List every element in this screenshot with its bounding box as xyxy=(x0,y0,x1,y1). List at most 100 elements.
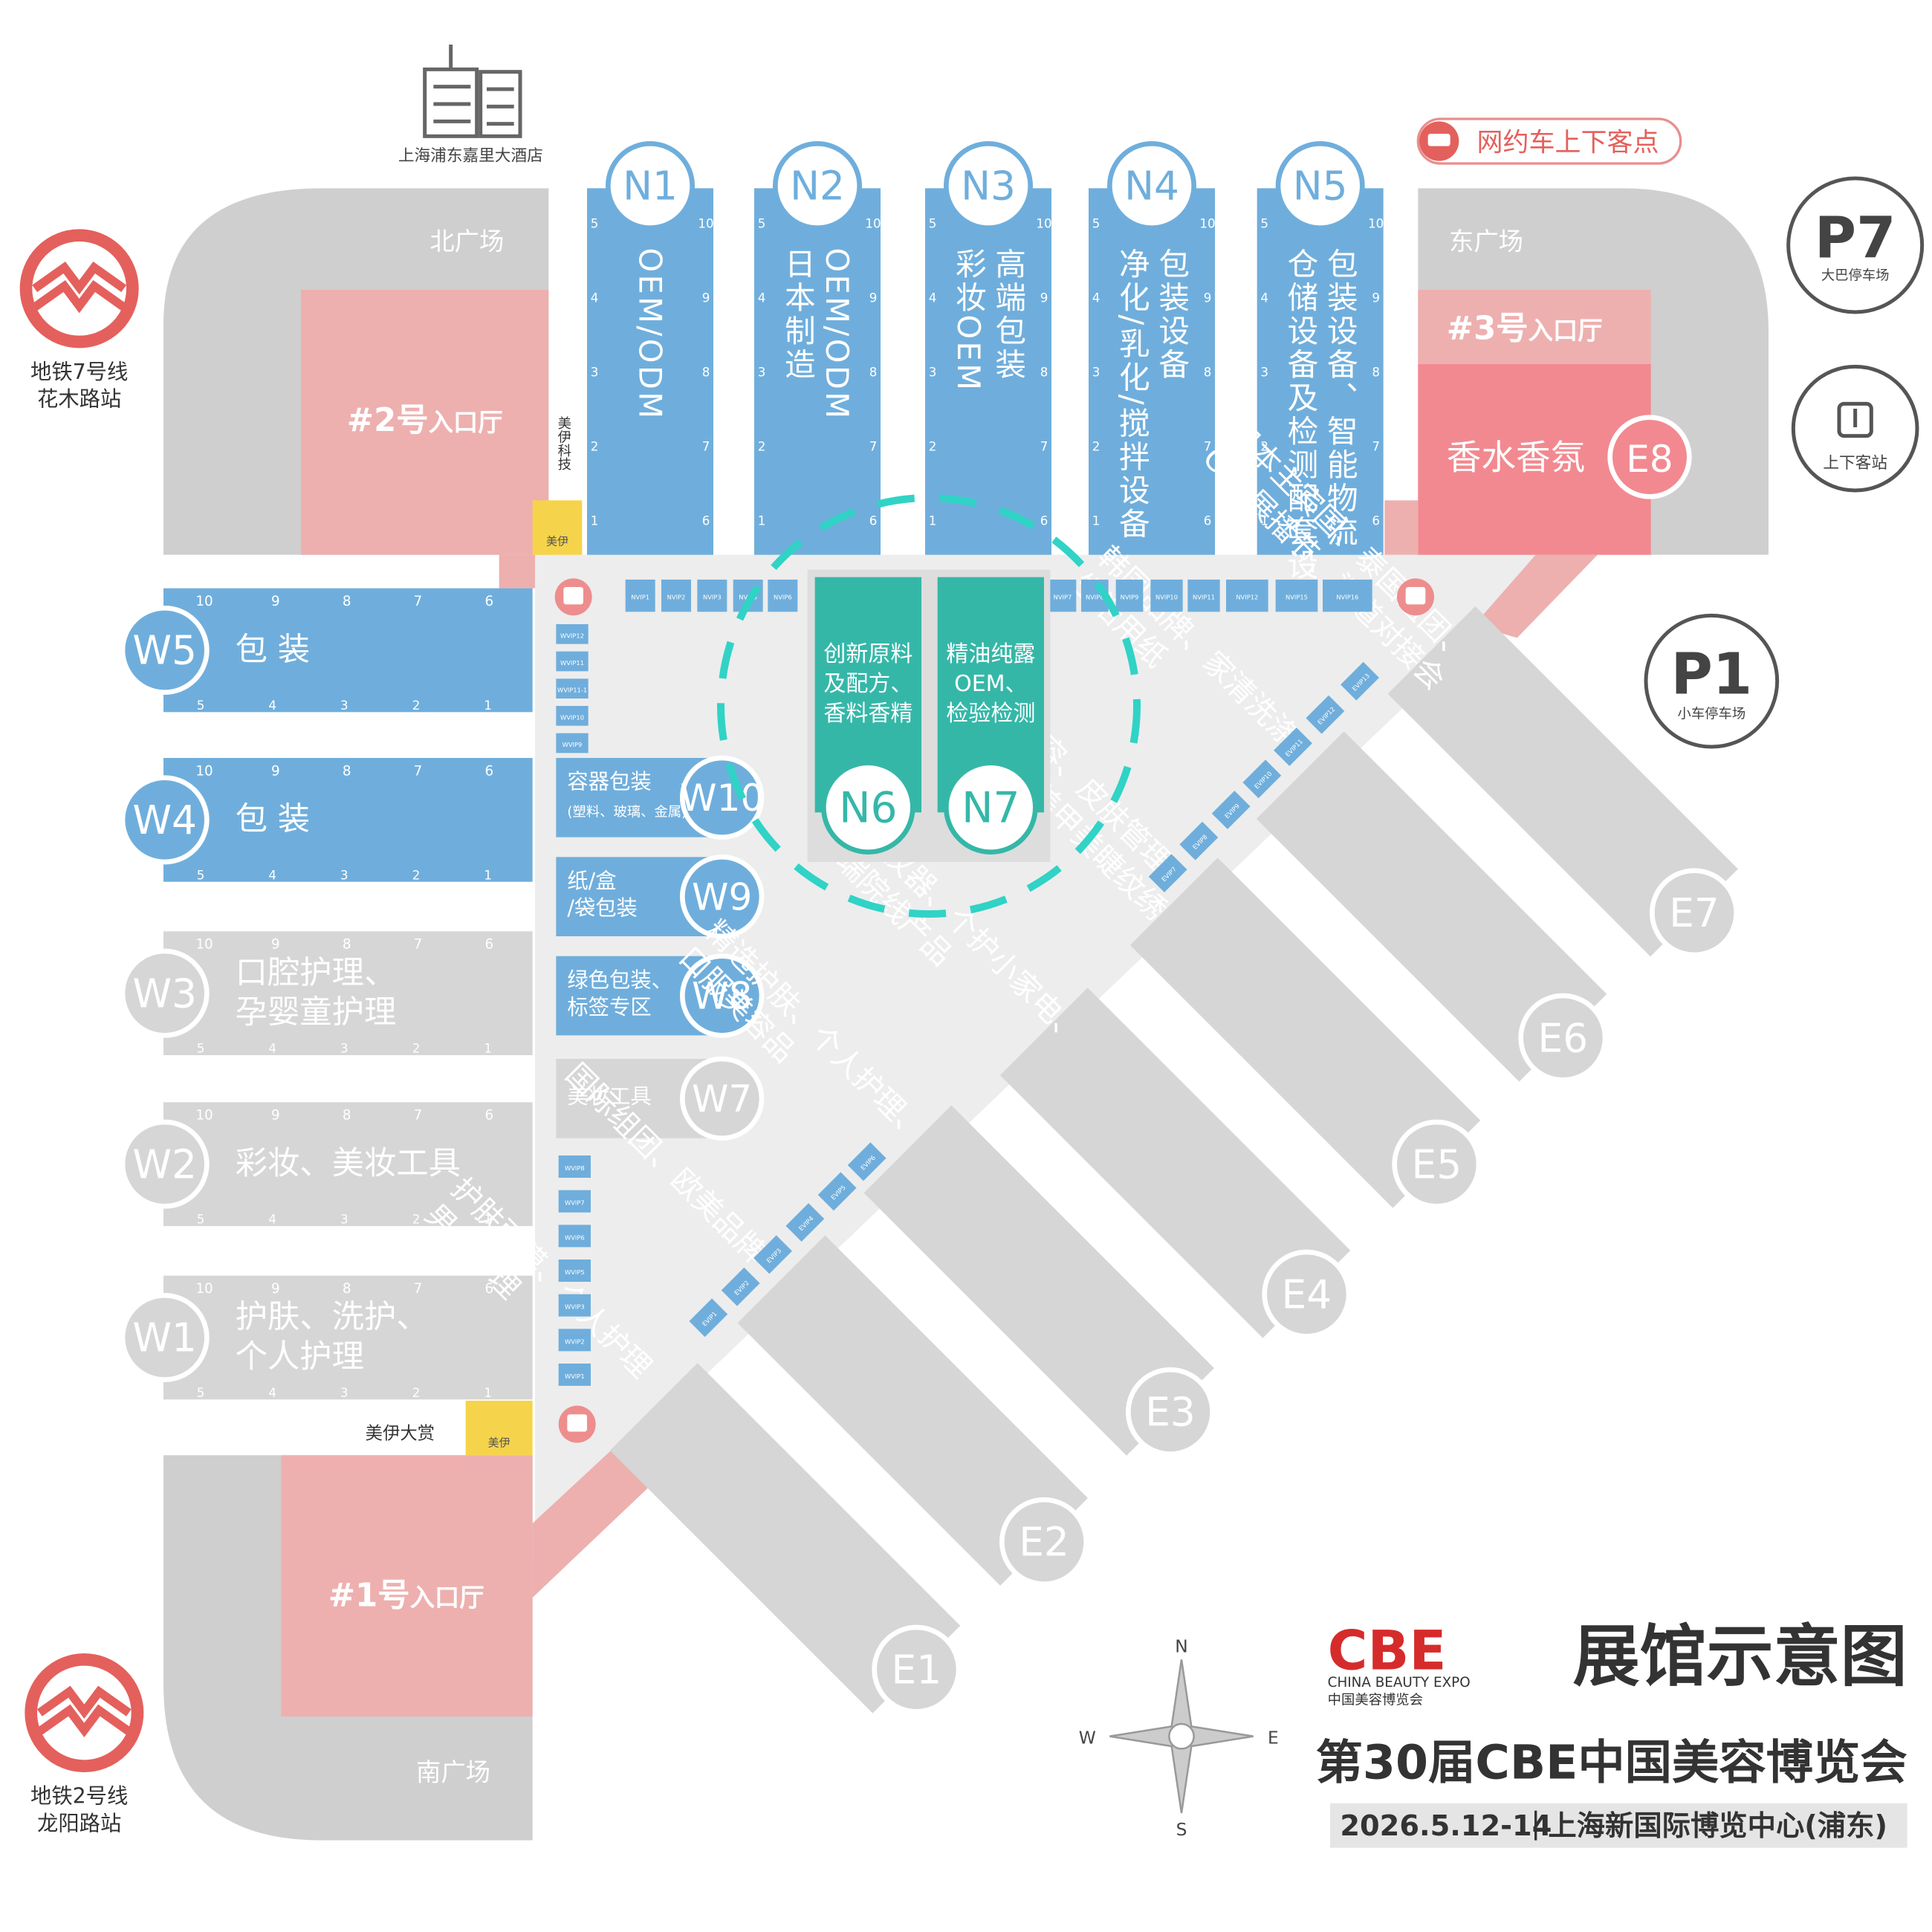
booth-number: 7 xyxy=(414,763,423,779)
vip-room[interactable]: WVIP11 xyxy=(556,651,589,672)
hall-e5-block xyxy=(1129,858,1481,1208)
vip-room[interactable]: EVIP7 xyxy=(1148,854,1187,892)
booth-number: 3 xyxy=(340,868,349,882)
booth-number: 10 xyxy=(865,217,881,231)
vip-room-block xyxy=(1150,580,1183,612)
vip-room[interactable]: EVIP5 xyxy=(817,1172,857,1211)
vip-room-label: NVIP10 xyxy=(1155,594,1178,601)
hall-e4-badge-group: E4 xyxy=(1262,1249,1352,1339)
vip-room-block xyxy=(556,651,589,672)
vip-room-label: WVIP6 xyxy=(565,1234,585,1241)
vip-room[interactable]: EVIP1 xyxy=(689,1298,728,1338)
hall-n1-code: N1 xyxy=(623,163,678,210)
hall-w9-badge xyxy=(680,855,765,939)
vip-room[interactable]: WVIP3 xyxy=(558,1294,591,1317)
booth-number: 8 xyxy=(343,763,351,779)
vip-room[interactable]: NVIP12 xyxy=(1226,580,1268,612)
event-venue: 上海新国际博览中心(浦东) xyxy=(1548,1809,1887,1843)
hall-w10[interactable]: 容器包装(塑料、玻璃、金属)W10 xyxy=(556,755,765,840)
vip-room[interactable]: EVIP4 xyxy=(785,1203,825,1242)
compass-n: N xyxy=(1175,1636,1187,1656)
booth-number: 9 xyxy=(271,594,280,609)
vip-room[interactable]: NVIP3 xyxy=(697,580,727,612)
hall-n7-code: N7 xyxy=(962,783,1020,832)
vip-room[interactable]: WVIP11-1 xyxy=(556,678,589,698)
parking-p7[interactable] xyxy=(1786,176,1925,314)
vip-room[interactable]: NVIP1 xyxy=(625,580,655,612)
hall-w10-label: (塑料、玻璃、金属) xyxy=(567,804,687,820)
hall-w5-block xyxy=(163,588,533,713)
vip-room[interactable]: NVIP9 xyxy=(1115,580,1144,612)
vip-room[interactable]: WVIP1 xyxy=(558,1364,591,1386)
vip-room[interactable]: WVIP5 xyxy=(558,1260,591,1282)
booth-number: 2 xyxy=(591,440,599,454)
entrance-1[interactable] xyxy=(281,1455,533,1717)
booth-number: 7 xyxy=(414,1281,423,1297)
vip-room[interactable]: WVIP2 xyxy=(558,1329,591,1352)
entrance-3[interactable] xyxy=(1418,290,1651,364)
hall-n5-label: 包装设备、智能物流 xyxy=(1322,247,1358,548)
entrance-2[interactable] xyxy=(301,290,549,555)
booth-number: 3 xyxy=(929,366,937,380)
booth-number: 3 xyxy=(1092,366,1100,380)
bus-stop[interactable] xyxy=(1791,364,1919,493)
vip-room[interactable]: NVIP11 xyxy=(1187,580,1220,612)
vip-room[interactable]: NVIP6 xyxy=(768,580,798,612)
vip-room-label: WVIP1 xyxy=(565,1372,585,1380)
hall-w2-code: W2 xyxy=(132,1141,197,1187)
brand-logo: CBE xyxy=(1328,1620,1447,1683)
vip-room[interactable]: NVIP16 xyxy=(1323,580,1372,612)
vip-room[interactable]: EVIP3 xyxy=(753,1235,792,1274)
booth-number: 2 xyxy=(412,1386,421,1400)
hall-e7-block xyxy=(1387,606,1738,957)
booth-number: 10 xyxy=(1199,217,1215,231)
vip-room[interactable]: NVIP10 xyxy=(1150,580,1183,612)
booth-number: 2 xyxy=(929,440,937,454)
hall-n3-code: N3 xyxy=(961,163,1016,210)
vip-room[interactable]: EVIP9 xyxy=(1211,791,1251,829)
metro-line-7: 地铁7号线 xyxy=(30,360,128,384)
vip-room-label: NVIP8 xyxy=(1086,594,1104,601)
vip-room[interactable]: WVIP10 xyxy=(556,706,589,726)
vip-room[interactable]: EVIP13 xyxy=(1341,661,1379,701)
hall-n4-label: 包装设备 xyxy=(1153,247,1190,381)
vip-room[interactable]: WVIP7 xyxy=(558,1190,591,1213)
hall-e4-badge xyxy=(1262,1249,1352,1339)
vip-room[interactable]: EVIP6 xyxy=(847,1142,886,1181)
vip-room[interactable]: WVIP6 xyxy=(558,1225,591,1248)
vip-room[interactable]: NVIP2 xyxy=(661,580,691,612)
vip-room[interactable]: WVIP8 xyxy=(558,1155,591,1178)
vip-room[interactable]: WVIP9 xyxy=(556,733,589,753)
parking-p1[interactable] xyxy=(1644,613,1780,749)
vip-room[interactable]: NVIP15 xyxy=(1275,580,1318,612)
booth-number: 9 xyxy=(869,291,878,305)
vip-room-block xyxy=(753,1235,792,1274)
hall-n5-block xyxy=(1257,188,1384,555)
vip-room[interactable]: EVIP11 xyxy=(1274,727,1312,766)
vip-room[interactable]: EVIP2 xyxy=(721,1267,760,1306)
vip-room[interactable]: EVIP8 xyxy=(1179,821,1219,860)
hall-n4-label: 净化/乳化/搅拌设备 xyxy=(1114,247,1150,541)
hall-n4-code: N4 xyxy=(1124,163,1179,210)
vip-room[interactable]: NVIP7 xyxy=(1048,580,1077,612)
hall-e3-block xyxy=(863,1105,1214,1456)
vip-room-block xyxy=(1179,821,1219,860)
vip-room[interactable]: WVIP12 xyxy=(556,624,589,644)
ride-hailing-badge[interactable] xyxy=(1416,117,1682,165)
